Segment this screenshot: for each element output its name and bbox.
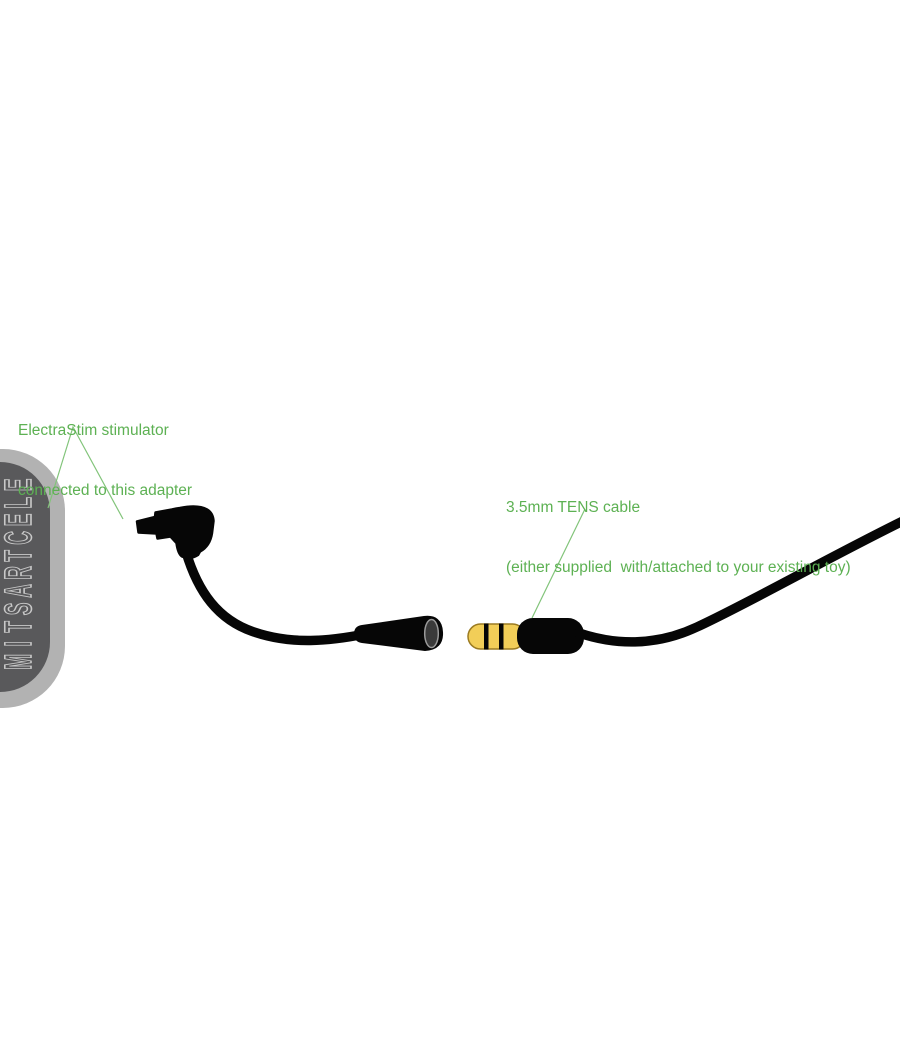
stimulator-device-face: [0, 462, 50, 692]
adapter-cable: [181, 547, 370, 646]
stimulator-pointer-line: [47, 425, 124, 520]
tens-pointer-line: [531, 508, 586, 619]
stimulator-annotation: ElectraStim stimulator connected to this…: [18, 381, 192, 541]
right-angle-plug: [135, 505, 215, 560]
stimulator-annotation-line2: connected to this adapter: [18, 482, 193, 499]
female-jack-opening: [423, 618, 440, 649]
tens-annotation-line2: (either supplied with/attached to your e…: [506, 559, 851, 576]
stimulator-device: [0, 449, 65, 708]
male-plug-ring-2: [499, 623, 504, 650]
male-plug-body: [517, 618, 584, 654]
tens-cable: [574, 517, 900, 647]
male-plug-tip: [467, 623, 526, 650]
stimulator-annotation-line1: ElectraStim stimulator: [18, 422, 169, 439]
tens-annotation: 3.5mm TENS cable (either supplied with/a…: [506, 458, 851, 618]
tens-annotation-line1: 3.5mm TENS cable: [506, 499, 641, 516]
female-jack: [354, 615, 444, 651]
male-plug-ring-1: [484, 623, 489, 650]
